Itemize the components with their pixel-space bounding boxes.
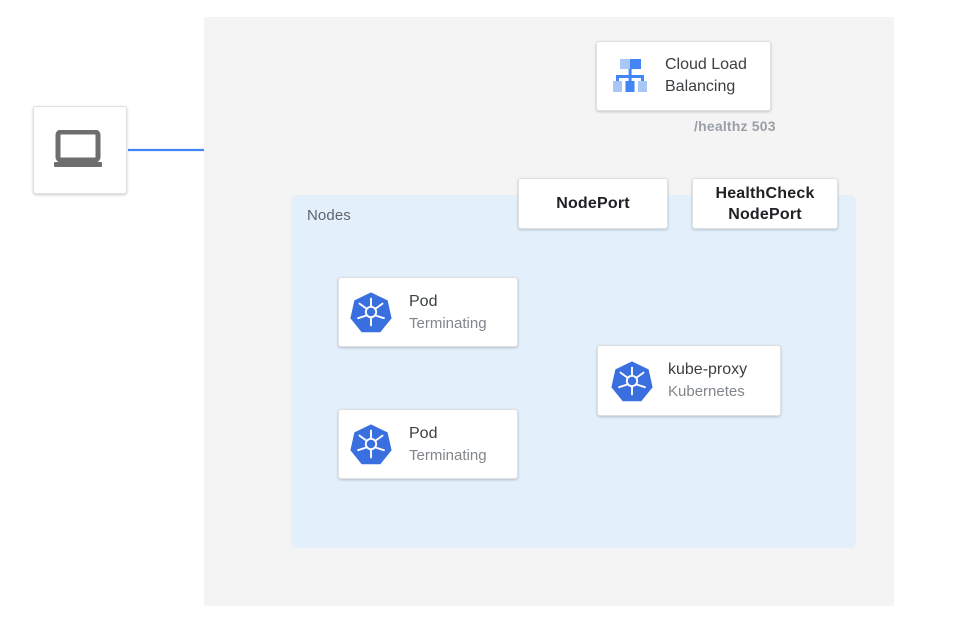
nodes-group-label: Nodes bbox=[307, 207, 351, 224]
node-nodeport[interactable]: NodePort bbox=[518, 178, 668, 229]
node-kube-proxy-label: kube-proxy bbox=[668, 361, 748, 378]
node-nodeport-label: NodePort bbox=[556, 195, 630, 212]
kubernetes-icon bbox=[349, 290, 393, 334]
laptop-icon bbox=[53, 130, 107, 170]
node-cloud-load-balancing-label-2: Balancing bbox=[665, 78, 736, 95]
kubernetes-icon bbox=[610, 359, 654, 403]
node-cloud-load-balancing-label: Cloud Load bbox=[665, 56, 747, 73]
node-pod-1-status: Terminating bbox=[409, 314, 487, 332]
node-kube-proxy-text: kube-proxy Kubernetes bbox=[668, 359, 747, 402]
node-healthcheck-nodeport-text: HealthCheck NodePort bbox=[693, 183, 837, 225]
edge-label-healthz: /healthz 503 bbox=[694, 118, 776, 134]
node-cloud-load-balancing-text: Cloud Load Balancing bbox=[665, 54, 747, 98]
node-pod-2-status: Terminating bbox=[409, 446, 487, 464]
node-pod-1[interactable]: Pod Terminating bbox=[338, 277, 518, 347]
node-kube-proxy[interactable]: kube-proxy Kubernetes bbox=[597, 345, 781, 416]
node-pod-1-text: Pod Terminating bbox=[409, 291, 487, 334]
node-pod-1-label: Pod bbox=[409, 292, 438, 310]
node-healthcheck-nodeport[interactable]: HealthCheck NodePort bbox=[692, 178, 838, 229]
node-pod-2[interactable]: Pod Terminating bbox=[338, 409, 518, 479]
node-cloud-load-balancing[interactable]: Cloud Load Balancing bbox=[596, 41, 771, 111]
node-client[interactable] bbox=[33, 106, 127, 194]
node-healthcheck-nodeport-label: HealthCheck bbox=[715, 184, 815, 202]
node-healthcheck-nodeport-label-2: NodePort bbox=[728, 205, 802, 223]
node-pod-2-label: Pod bbox=[409, 424, 438, 442]
kubernetes-icon bbox=[349, 422, 393, 466]
cloud-load-balancing-icon bbox=[609, 56, 651, 96]
node-pod-2-text: Pod Terminating bbox=[409, 423, 487, 466]
node-kube-proxy-sublabel: Kubernetes bbox=[668, 383, 745, 400]
node-nodeport-text: NodePort bbox=[519, 193, 667, 214]
